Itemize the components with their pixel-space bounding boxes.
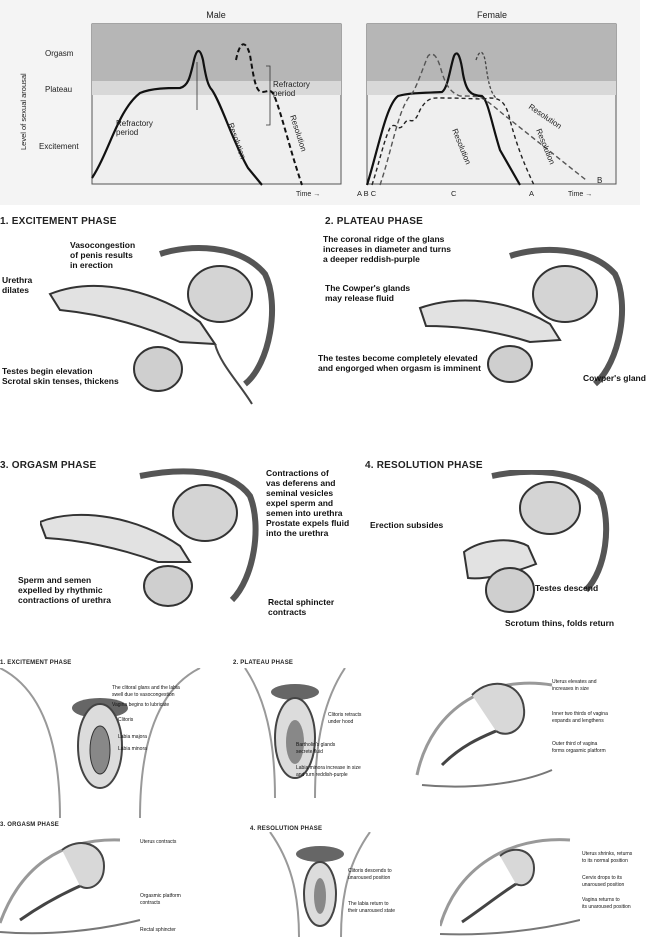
female-plateau-note-6: Outer third of vagina forms orgasmic pla… bbox=[552, 741, 606, 754]
male-orgasm-note-2: Sperm and semen expelled by rhythmic con… bbox=[18, 575, 111, 605]
female-resolution-illustration-front bbox=[265, 832, 375, 937]
male-orgasm-note-1: Contractions of vas deferens and seminal… bbox=[266, 468, 349, 538]
female-excitement-title: 1. EXCITEMENT PHASE bbox=[0, 660, 71, 666]
female-orgasm-note-3: Rectal sphincter bbox=[140, 927, 176, 934]
male-orgasm-note-3: Rectal sphincter contracts bbox=[268, 597, 334, 617]
female-plateau-illustration-front bbox=[240, 668, 350, 798]
female-excitement-note-5: Labia minora bbox=[118, 746, 147, 753]
female-resolution-note-5: Vagina returns to its unaroused position bbox=[582, 897, 631, 910]
female-excitement-note-3: Clitoris bbox=[118, 717, 133, 724]
female-resolution-note-3: Uterus shrinks, returns to its normal po… bbox=[582, 851, 632, 864]
female-orgasm-note-1: Uterus contracts bbox=[140, 839, 176, 846]
female-plateau-illustration-side bbox=[412, 665, 557, 795]
female-plateau-note-5: Inner two thirds of vagina expands and l… bbox=[552, 711, 608, 724]
male-resolution-note-1: Erection subsides bbox=[370, 520, 443, 530]
female-title: Female bbox=[477, 10, 507, 20]
female-graph-panel: Female Resolution Resolution Resolution … bbox=[357, 10, 616, 198]
female-excitement-note-1: The clitoral glans and the labia swell d… bbox=[112, 685, 180, 698]
female-plateau-note-1: Clitoris retracts under hood bbox=[328, 712, 361, 725]
level-orgasm: Orgasm bbox=[45, 49, 74, 58]
female-x-marks: A B C bbox=[357, 189, 377, 198]
female-plateau-title: 2. PLATEAU PHASE bbox=[233, 660, 293, 666]
male-time-label: Time → bbox=[296, 191, 320, 198]
female-x-mark-c: C bbox=[451, 189, 457, 198]
male-resolution-illustration bbox=[440, 470, 625, 620]
female-resolution-note-4: Cervix drops to its unaroused position bbox=[582, 875, 624, 888]
female-excitement-note-4: Labia majora bbox=[118, 734, 147, 741]
male-plateau-note-4: Cowper's gland bbox=[583, 373, 646, 383]
female-plateau-note-2: Bartholin's glands secrete fluid bbox=[296, 742, 335, 755]
female-plateau-note-3: Labia minora increase in size and turn r… bbox=[296, 765, 361, 778]
male-title: Male bbox=[206, 10, 226, 20]
female-orgasm-note-2: Orgasmic platform contracts bbox=[140, 893, 181, 906]
female-excitement-note-2: Vagina begins to lubricate bbox=[112, 702, 169, 709]
female-time-label: Time → bbox=[568, 191, 592, 198]
level-excitement: Excitement bbox=[39, 142, 79, 151]
male-plateau-title: 2. PLATEAU PHASE bbox=[325, 216, 423, 227]
male-plateau-note-2: The Cowper's glands may release fluid bbox=[325, 283, 410, 303]
female-x-mark-a: A bbox=[529, 189, 534, 198]
female-orgasm-illustration bbox=[0, 828, 150, 938]
male-excitement-note-2: Urethra dilates bbox=[2, 275, 32, 295]
male-excitement-note-1: Vasocongestion of penis results in erect… bbox=[70, 240, 135, 270]
level-plateau: Plateau bbox=[45, 85, 72, 94]
male-plateau-note-3: The testes become completely elevated an… bbox=[318, 353, 481, 373]
female-resolution-note-2: The labia return to their unaroused stat… bbox=[348, 901, 395, 914]
male-excitement-title: 1. EXCITEMENT PHASE bbox=[0, 216, 117, 227]
male-resolution-note-2: Testes descend bbox=[535, 583, 598, 593]
female-plateau-note-4: Uterus elevates and increases in size bbox=[552, 679, 596, 692]
female-curve-b-label: B bbox=[597, 176, 602, 185]
female-resolution-illustration-side bbox=[440, 826, 580, 936]
male-excitement-note-3: Testes begin elevation Scrotal skin tens… bbox=[2, 366, 119, 386]
y-axis-label: Level of sexual arousal bbox=[19, 73, 28, 150]
orgasm-band bbox=[92, 24, 341, 81]
female-resolution-note-1: Clitoris descends to unaroused position bbox=[348, 868, 392, 881]
male-plateau-note-1: The coronal ridge of the glans increases… bbox=[323, 234, 451, 264]
male-resolution-note-3: Scrotum thins, folds return bbox=[505, 618, 614, 628]
